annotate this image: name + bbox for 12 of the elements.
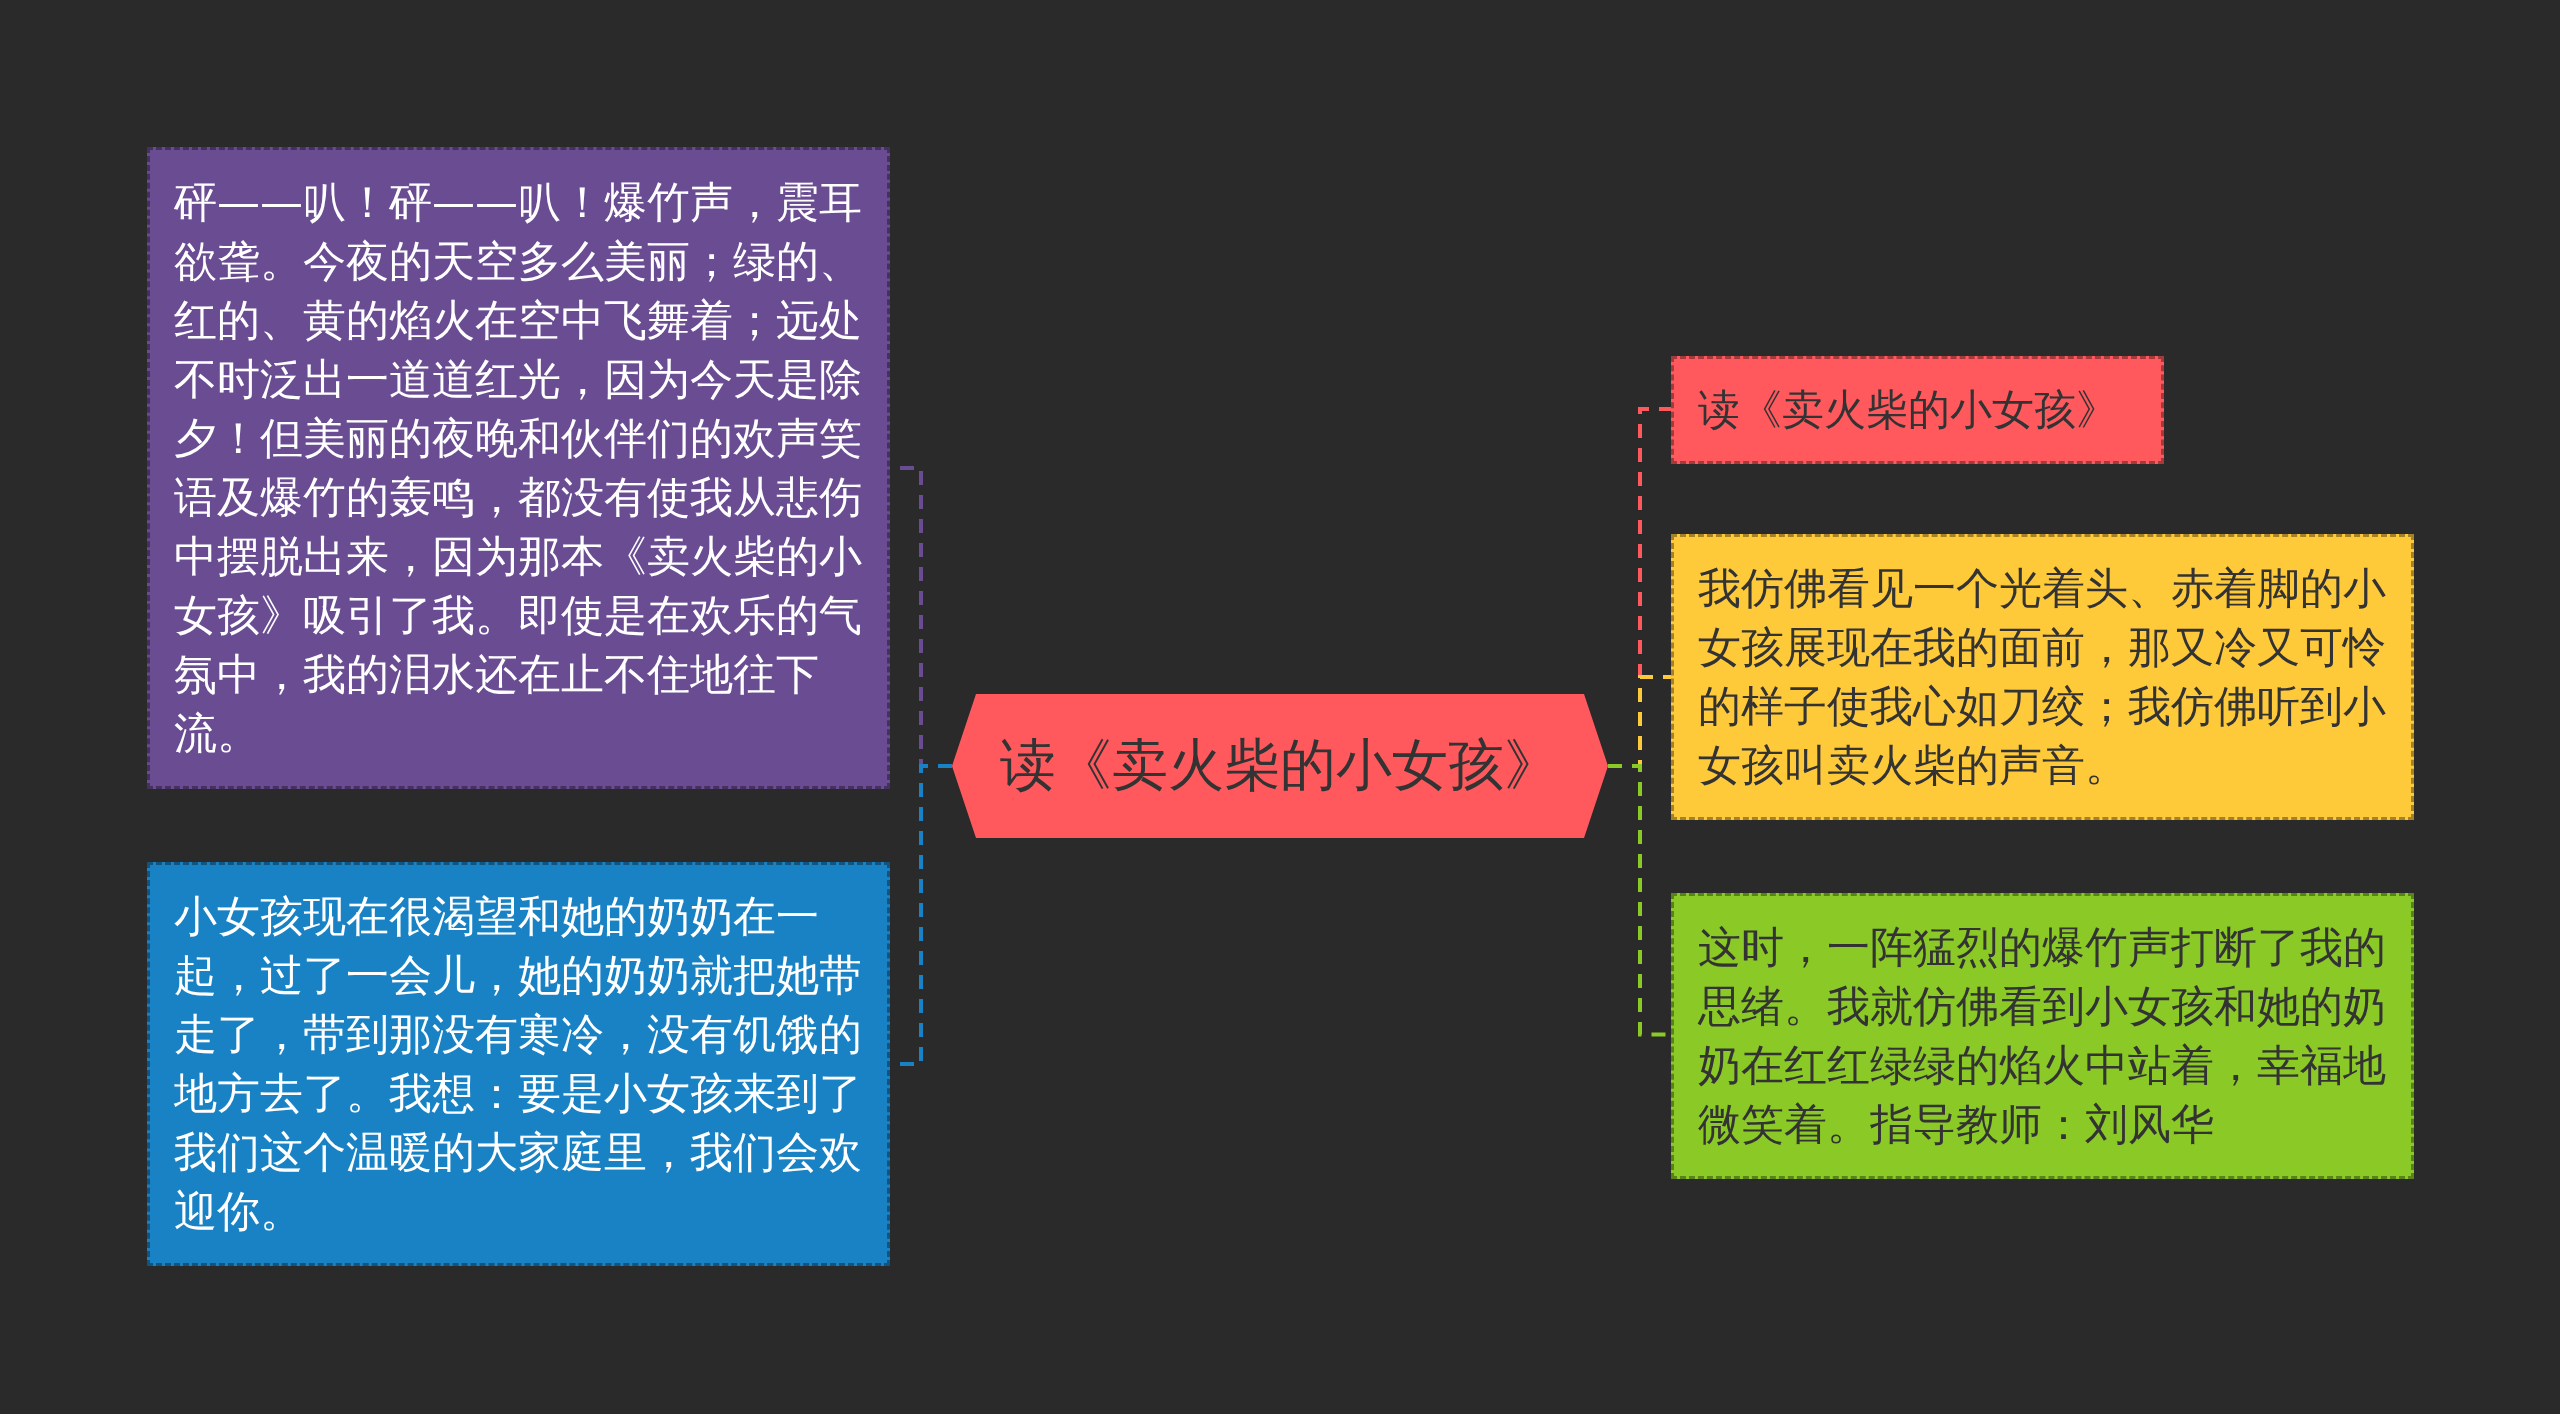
paragraph: 读《卖火柴的小女孩》 [1698, 384, 2118, 436]
text-card [1671, 534, 2414, 820]
text-card [1671, 356, 2164, 464]
paragraph: 砰——叭！砰——叭！爆竹声，震耳欲聋。今夜的天空多么美丽；绿的、红的、黄的焰火在空中飞舞着；远处不时泛出一道道红光，因为今天是除夕！但美丽的夜晚和伙伴们的欢声笑语及爆竹的轰鸣，都没有使我从悲伤中摆脱出来，因为那本《卖火柴的小女孩》吸引了我。即使是在欢乐的气氛中，我的泪水还在止不住地往下流。 [174, 176, 863, 760]
paragraph: 这时，一阵猛烈的爆竹声打断了我的思绪。我就仿佛看到小女孩和她的奶奶在红红绿绿的焰火中站着，幸福地微笑着。指导教师：刘风华 [1698, 921, 2387, 1151]
paragraph: 小女孩现在很渴望和她的奶奶在一起，过了一会儿，她的奶奶就把她带走了，带到那没有寒冷，没有饥饿的地方去了。我想：要是小女孩来到了我们这个温暖的大家庭里，我们会欢迎你。 [174, 890, 863, 1238]
topic-title: 读《卖火柴的小女孩》 [1000, 731, 1560, 799]
text-card [147, 147, 890, 789]
text-card [1671, 893, 2414, 1179]
paragraph: 我仿佛看见一个光着头、赤着脚的小女孩展现在我的面前，那又冷又可怜的样子使我心如刀绞；我仿佛听到小女孩叫卖火柴的声音。 [1698, 562, 2387, 792]
text-card [147, 862, 890, 1266]
topic-hexagon [952, 694, 1608, 838]
